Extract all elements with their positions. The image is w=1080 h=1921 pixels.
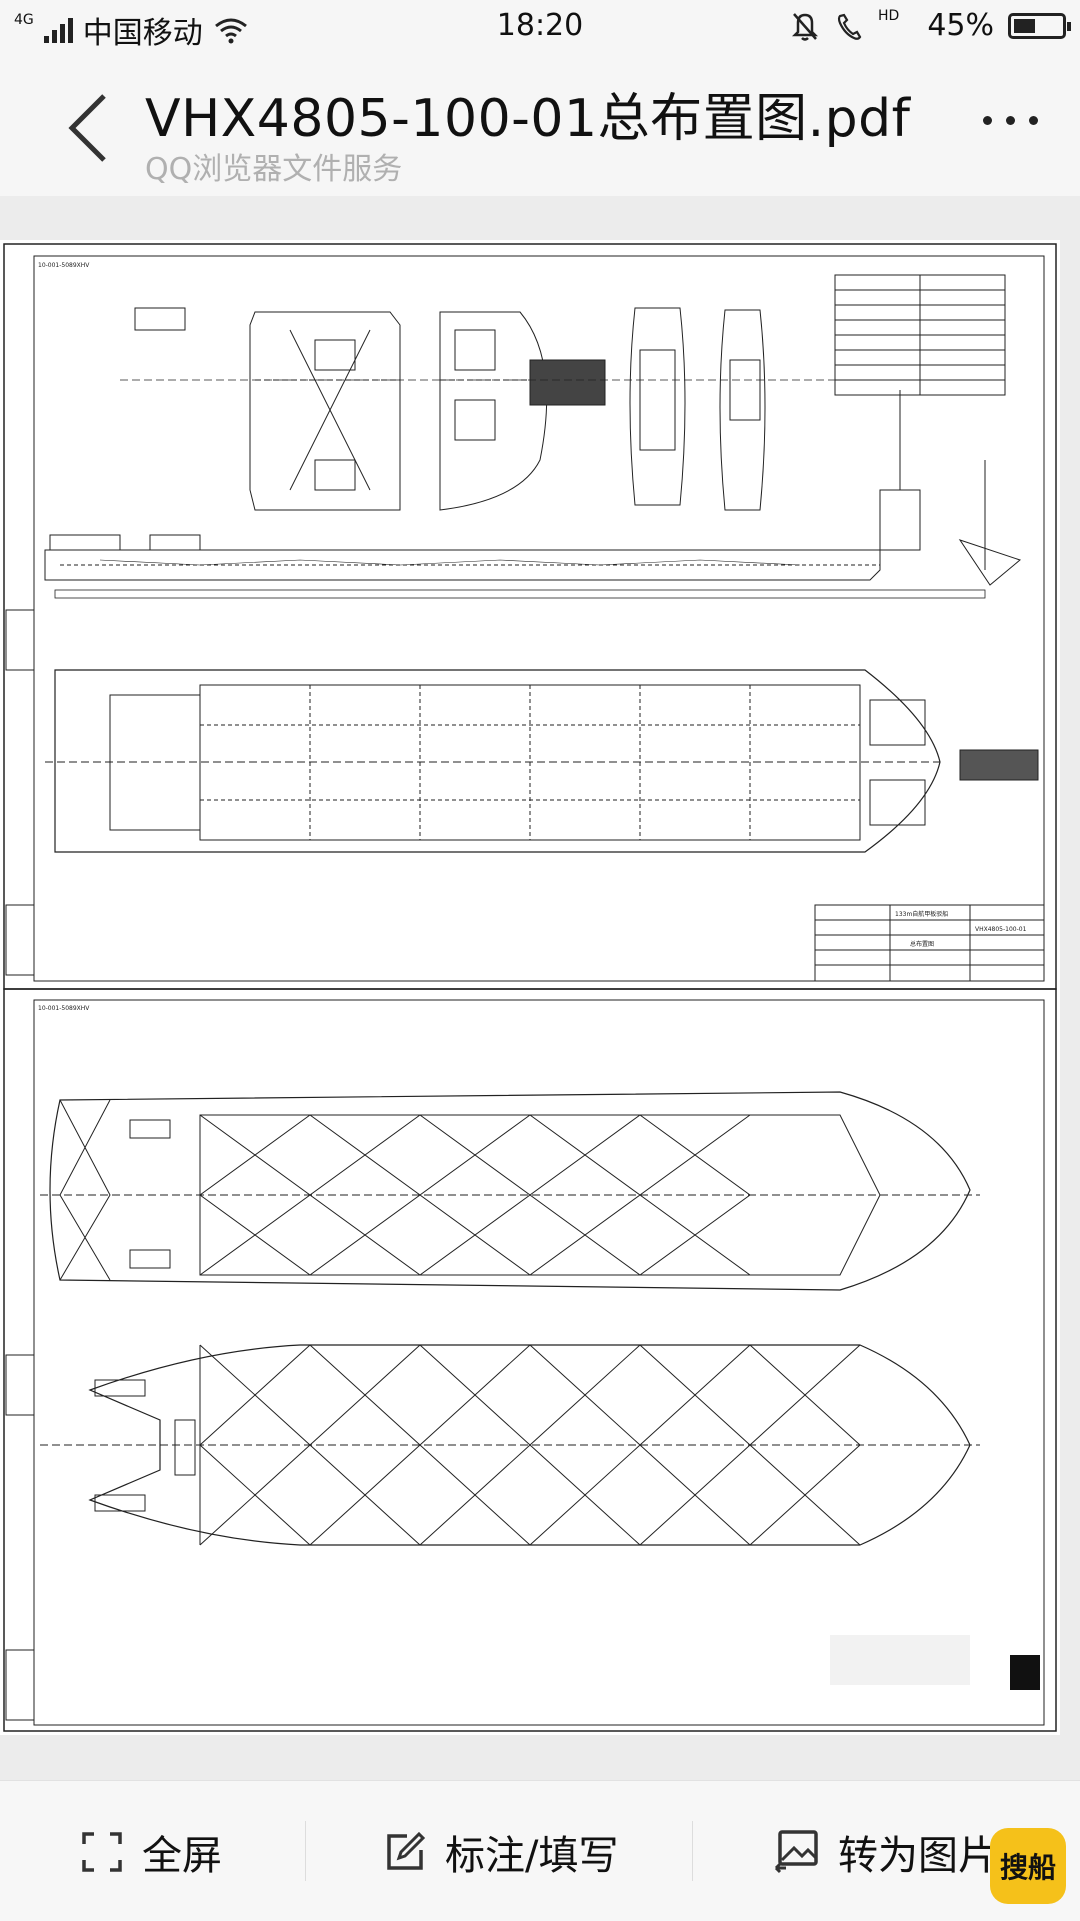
- more-options-button[interactable]: [983, 116, 1038, 125]
- fullscreen-label: 全屏: [142, 1833, 222, 1879]
- image-icon: [774, 1830, 818, 1874]
- wifi-icon: [214, 18, 247, 44]
- sheet-code-bottom: 10-001-5089XHV: [38, 1005, 90, 1012]
- signal-icon: [43, 17, 73, 43]
- to-image-label: 转为图片: [838, 1833, 998, 1879]
- mute-bell-icon: [791, 12, 819, 41]
- status-bar: 4G 中国移动 18:20 HD 45%: [0, 0, 1080, 56]
- annotate-fill-button[interactable]: 标注/填写: [383, 1823, 618, 1881]
- clock: 18:20: [496, 8, 584, 43]
- title-block-drawing-name: 总布置图: [910, 940, 934, 948]
- ship-general-arrangement-drawing: 10-001-5089XHV 10-001-5089XHV 133m自航甲板驳船…: [3, 243, 1057, 1732]
- toolbar-divider: [692, 1821, 693, 1881]
- pdf-page[interactable]: 10-001-5089XHV 10-001-5089XHV 133m自航甲板驳船…: [0, 240, 1060, 1735]
- fullscreen-icon: [82, 1832, 122, 1872]
- convert-to-image-button[interactable]: 转为图片: [772, 1823, 998, 1881]
- battery-percent: 45%: [927, 8, 994, 43]
- battery-icon: [1008, 12, 1071, 39]
- toolbar-divider: [305, 1821, 306, 1881]
- search-boat-badge[interactable]: 搜船: [990, 1828, 1066, 1904]
- back-button[interactable]: [60, 88, 120, 168]
- carrier-name: 中国移动: [82, 16, 203, 51]
- status-right: HD 45%: [790, 7, 1071, 43]
- edit-icon: [387, 1831, 426, 1870]
- title-block-code: VHX4805-100-01: [975, 926, 1027, 933]
- hd-label: HD: [878, 7, 900, 24]
- annotate-label: 标注/填写: [445, 1833, 619, 1879]
- network-type: 4G: [14, 12, 34, 28]
- title-block-name: 133m自航甲板驳船: [895, 910, 948, 918]
- fullscreen-button[interactable]: 全屏: [80, 1823, 222, 1881]
- status-left: 4G 中国移动: [14, 8, 249, 52]
- bottom-toolbar: 全屏 标注/填写 转为图片: [0, 1780, 1080, 1921]
- sheet-code-top: 10-001-5089XHV: [38, 262, 90, 269]
- document-header: VHX4805-100-01总布置图.pdf QQ浏览器文件服务: [0, 56, 1080, 196]
- document-source: QQ浏览器文件服务: [145, 152, 403, 187]
- document-title: VHX4805-100-01总布置图.pdf: [145, 89, 911, 149]
- hd-call-icon: [837, 13, 862, 40]
